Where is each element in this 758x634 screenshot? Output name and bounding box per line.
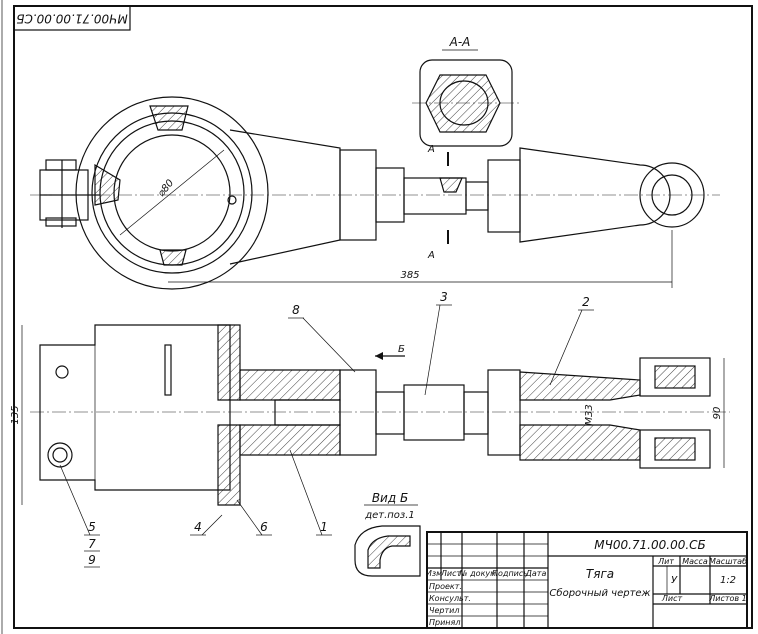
tb-header: № докум. — [458, 569, 498, 578]
tb-col-lit: Лит — [657, 557, 674, 566]
corner-stamp-text: МЧ00.71.00.00.СБ — [16, 12, 128, 26]
diameter-dimension: ⌀80 — [156, 178, 176, 199]
corner-stamp: МЧ00.71.00.00.СБ — [13, 5, 131, 31]
height-dimension-right: 90 — [712, 407, 723, 420]
top-view: ⌀80 А А 385 — [30, 96, 720, 290]
tb-designation: МЧ00.71.00.00.СБ — [594, 538, 706, 552]
part-number: 3 — [440, 290, 448, 304]
tb-col-scale: Масштаб — [709, 557, 747, 566]
tb-doc-type: Сборочный чертеж — [549, 587, 650, 599]
part-number: 1 — [320, 520, 328, 534]
front-view: М33 135 90 Б 8 3 2 — [10, 290, 730, 568]
tb-name: Тяга — [586, 567, 614, 581]
part-number: 2 — [582, 295, 590, 309]
section-mark-top: А — [427, 144, 435, 155]
height-dimension-left: 135 — [10, 405, 21, 424]
tb-header: Лист — [440, 569, 462, 578]
tb-lit-value: У — [671, 575, 678, 586]
part-number: 9 — [88, 553, 96, 567]
title-block: Изм Лист № докум. Подпись Дата Проект. К… — [426, 531, 748, 629]
part-number: 7 — [88, 537, 96, 551]
tb-row: Чертил — [429, 606, 459, 615]
tb-col-mass: Масса — [682, 557, 708, 566]
tb-row: Проект. — [429, 582, 462, 591]
tb-row: Принял — [429, 618, 460, 627]
tb-header: Изм — [426, 569, 442, 578]
tb-header: Подпись — [492, 569, 528, 578]
tb-sheet-label: Лист — [661, 594, 683, 603]
tb-row: Консульт. — [429, 594, 471, 603]
part-number: 6 — [260, 520, 268, 534]
sheet-frame — [13, 5, 753, 629]
view-arrow-label: Б — [398, 344, 405, 355]
length-dimension: 385 — [400, 270, 419, 281]
view-b-title: Вид Б — [372, 491, 408, 505]
part-number: 5 — [88, 520, 96, 534]
part-number: 8 — [292, 303, 300, 317]
tb-header: Дата — [525, 569, 547, 578]
section-mark-bottom: А — [427, 250, 435, 261]
view-b-subtitle: дет.поз.1 — [364, 510, 415, 521]
view-b: Вид Б дет.поз.1 — [354, 491, 421, 577]
tb-sheets-label: Листов 1 — [708, 594, 747, 603]
section-a-a: А-А — [412, 35, 520, 147]
section-title: А-А — [449, 35, 471, 49]
thread-dimension: М33 — [584, 404, 595, 425]
part-number: 4 — [194, 520, 202, 534]
tb-scale-value: 1:2 — [720, 575, 736, 586]
